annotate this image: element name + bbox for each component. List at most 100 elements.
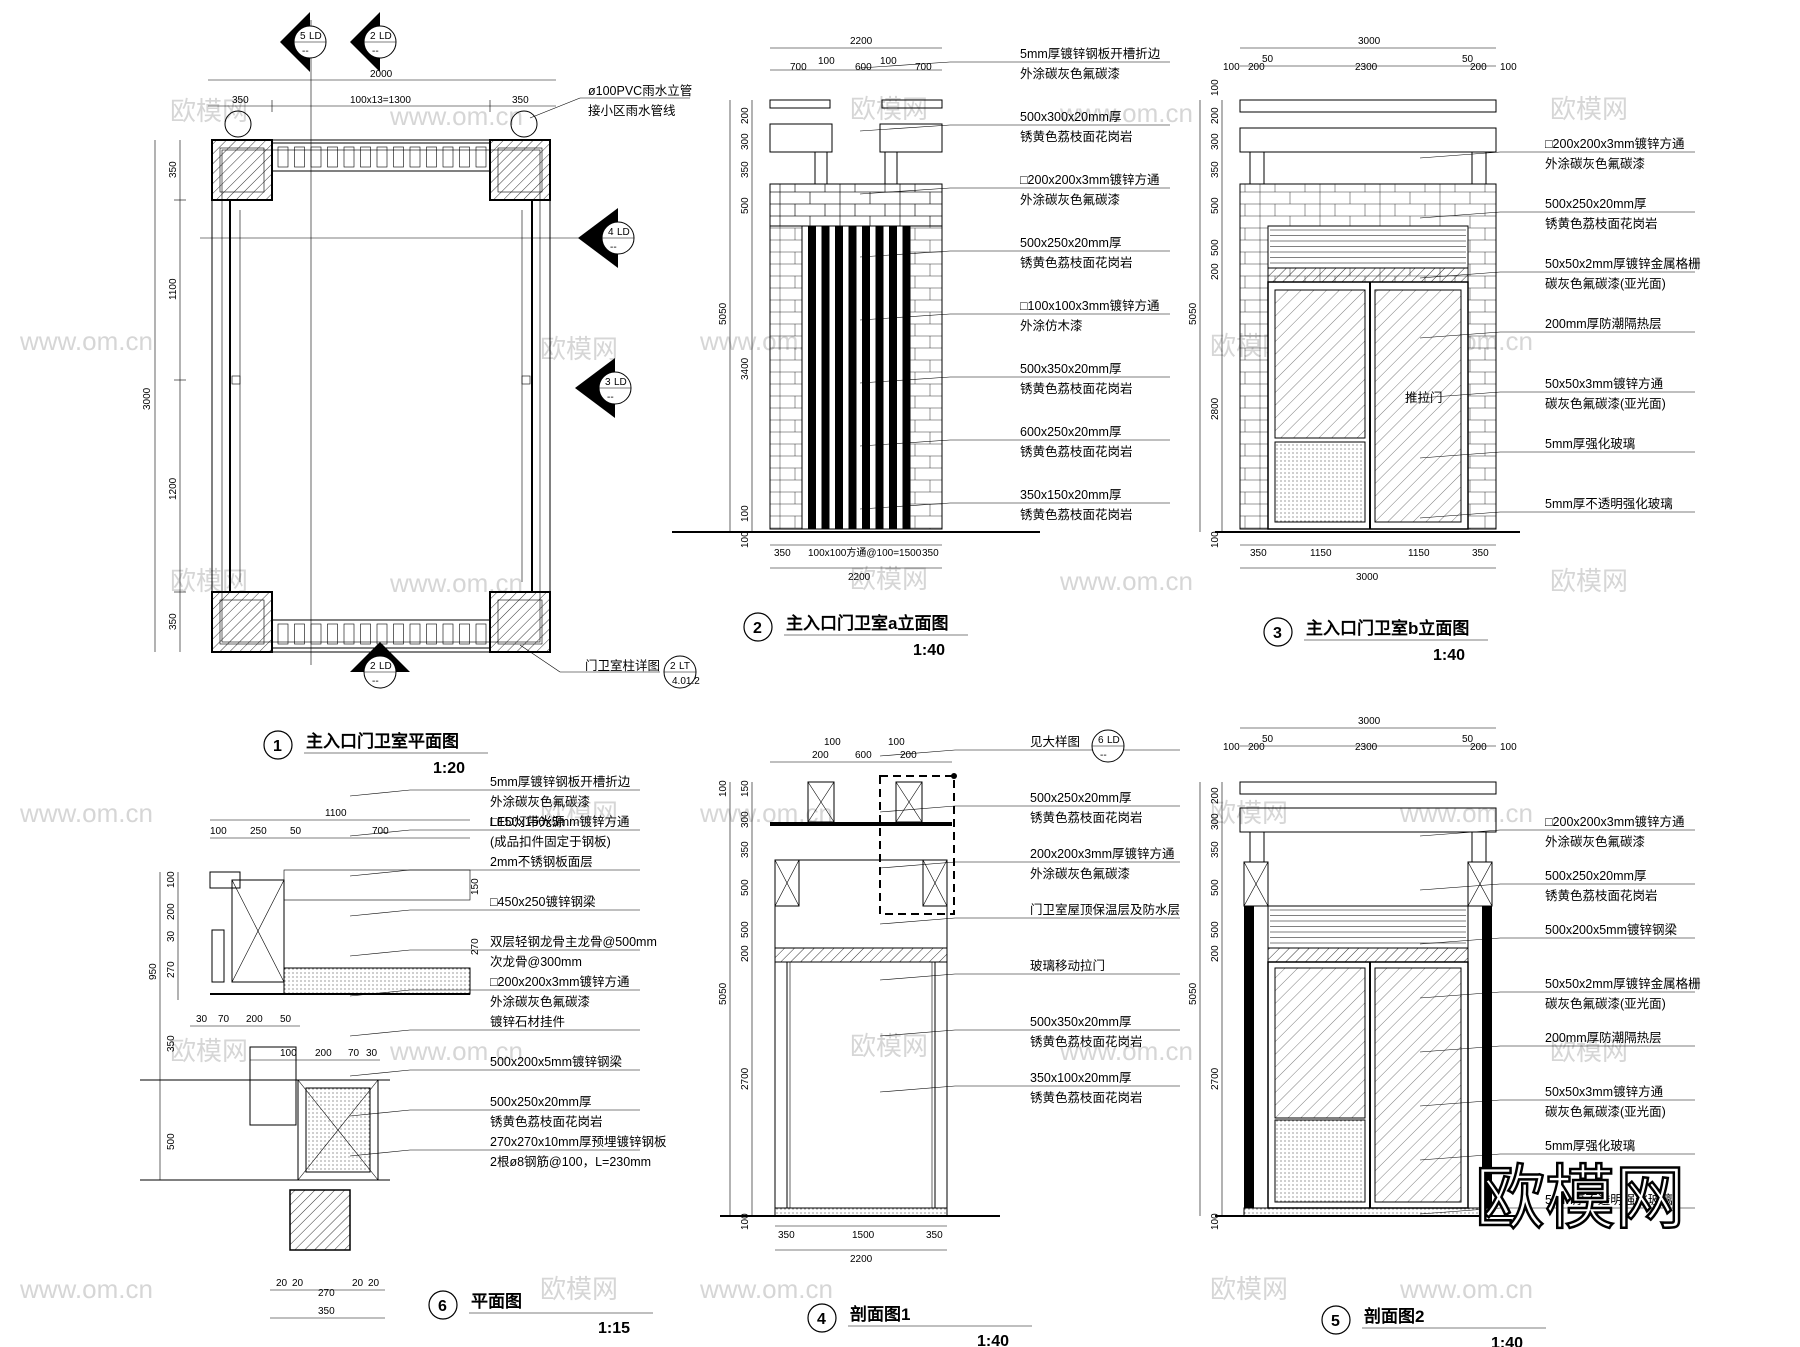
dim: 500 — [740, 197, 751, 214]
grille-bar — [376, 623, 388, 645]
dim: 200 — [315, 1048, 332, 1059]
dim: 350 — [740, 161, 751, 178]
note-text: □200x200x3mm镀锌方通 — [1020, 172, 1160, 187]
marker-number: 6 — [1098, 735, 1104, 746]
note-text: LED灯带光源 — [490, 815, 565, 829]
dim: 3000 — [1356, 572, 1379, 583]
dim: 50 — [280, 1014, 292, 1025]
watermark-text: 欧模网 — [850, 1031, 928, 1061]
note-text: 外涂碳灰色氟碳漆 — [1030, 866, 1130, 881]
marker-tag: LD — [614, 377, 627, 388]
view-scale: 1:15 — [598, 1320, 630, 1337]
watermark-text: www.om.cn — [19, 326, 153, 356]
note-text: (成品扣件固定于钢板) — [490, 834, 611, 849]
view-scale: 1:20 — [433, 760, 465, 777]
dim: 1100 — [325, 808, 347, 819]
timber-bar — [835, 226, 843, 529]
leader-line — [879, 805, 956, 813]
watermark-text: 欧模网 — [1550, 94, 1628, 124]
leader-line — [879, 917, 956, 925]
watermark-text: 欧模网 — [1210, 1274, 1288, 1304]
marker-number: 2 — [370, 31, 376, 42]
dim: 200 — [1210, 107, 1221, 124]
timber-bar — [875, 226, 884, 529]
dim: 350 — [1210, 161, 1221, 178]
dim: 150 — [470, 878, 481, 895]
leader-line — [859, 376, 951, 384]
dim: 350 — [512, 95, 529, 106]
dim: 350 — [774, 548, 791, 559]
view-name: 主入口门卫室平面图 — [306, 731, 459, 751]
view-scale: 1:40 — [1491, 1335, 1523, 1347]
timber-bar — [808, 226, 816, 529]
grille-bar — [360, 146, 371, 168]
note-text: 锈黄色荔枝面花岗岩 — [1030, 810, 1143, 825]
dim: 200 — [1248, 62, 1265, 73]
note-text: 碳灰色氟碳漆(亚光面) — [1545, 1104, 1666, 1119]
view-scale: 1:40 — [977, 1333, 1009, 1347]
note-text: 锈黄色荔枝面花岗岩 — [1545, 888, 1658, 903]
grille-bar — [442, 623, 454, 645]
dim: 50 — [290, 826, 302, 837]
column — [211, 139, 273, 201]
dim: 200 — [166, 903, 177, 920]
marker-sub: -- — [607, 392, 614, 403]
note-text: 270x270x10mm厚预埋镀锌钢板 — [490, 1134, 667, 1149]
note-text: 200x200x3mm厚镀锌方通 — [1030, 846, 1175, 861]
dim: 200 — [1210, 787, 1221, 804]
marker-tag: LD — [379, 661, 392, 672]
marker-sub: -- — [372, 46, 379, 57]
dim: 270 — [318, 1288, 335, 1299]
leader-line — [349, 1149, 411, 1157]
leader-line — [349, 949, 411, 957]
note-text: 外涂碳灰色氟碳漆 — [1545, 834, 1645, 849]
leader-line — [859, 61, 951, 69]
dim: 3400 — [740, 357, 751, 380]
view-name: 剖面图2 — [1364, 1306, 1424, 1326]
note-text: 碳灰色氟碳漆(亚光面) — [1545, 396, 1666, 411]
note-text: 5mm厚不透明强化玻璃 — [1545, 497, 1673, 511]
dim: 200 — [1470, 62, 1487, 73]
grille-bar — [426, 146, 437, 168]
leader-line — [349, 989, 411, 997]
grille-bar — [360, 623, 371, 645]
dim: 70 — [218, 1014, 230, 1025]
note-text: 500x300x20mm厚 — [1020, 110, 1121, 124]
dim: 350 — [1210, 841, 1221, 858]
grille-bar — [393, 146, 404, 168]
dim: 500 — [740, 879, 751, 896]
watermark-text: 欧模网 — [540, 1274, 618, 1304]
view-title: 1 主入口门卫室平面图 1:20 — [263, 730, 488, 777]
view-number: 1 — [273, 738, 282, 755]
column — [489, 139, 551, 201]
marker-sub: -- — [302, 46, 309, 57]
leader-line — [349, 1029, 411, 1037]
marker-tag: LT — [679, 661, 690, 672]
leader-line — [349, 869, 411, 877]
dim: 100 — [1223, 742, 1240, 753]
marker-sub: -- — [1100, 750, 1107, 761]
dim: 200 — [1248, 742, 1265, 753]
view-scale: 1:40 — [1433, 647, 1465, 664]
note-text: □150x150x5mm镀锌方通 — [490, 814, 630, 829]
watermark-text: 欧模网 — [1210, 798, 1288, 828]
dim: 20 — [276, 1278, 288, 1289]
dim: 350 — [168, 161, 179, 178]
note-text: 500x250x20mm厚 — [1545, 869, 1646, 883]
rain-pipe — [224, 110, 252, 138]
dim: 200 — [740, 945, 751, 962]
dim: 270 — [470, 938, 481, 955]
note-text: 锈黄色荔枝面花岗岩 — [1030, 1034, 1143, 1049]
dim: 600 — [855, 750, 872, 761]
dim: 20 — [352, 1278, 364, 1289]
marker-sub: -- — [372, 676, 379, 687]
note-text: 门卫室屋顶保温层及防水层 — [1030, 902, 1180, 917]
view-number: 4 — [817, 1311, 826, 1328]
leader-line — [879, 1085, 956, 1093]
grille-bar — [277, 146, 289, 168]
marker-number: 2 — [370, 661, 376, 672]
